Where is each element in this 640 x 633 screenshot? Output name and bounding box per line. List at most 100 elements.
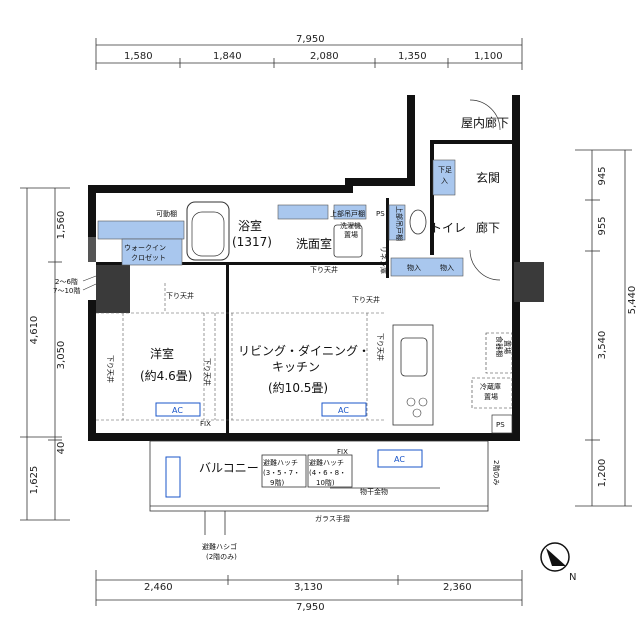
label-movable-shelf: 可動棚	[156, 209, 177, 218]
label-down-ceiling-ldk: 下り天井	[352, 295, 380, 304]
room-entrance: 玄関	[476, 170, 500, 185]
left-outer-dim-1: 4,610	[29, 316, 40, 345]
right-dimensions	[575, 149, 632, 507]
corridor-door	[469, 249, 501, 281]
label-shoe-2: 入	[441, 177, 448, 185]
left-dimensions	[20, 187, 70, 521]
label-ps-upper: PS	[376, 210, 385, 218]
label-down-ceiling-kitchen: 下り天井	[376, 333, 385, 361]
ac-label-balcony: AC	[394, 455, 405, 464]
walls	[88, 95, 520, 441]
label-fridge-2: 置場	[484, 392, 498, 401]
label-drying: 物干金物	[360, 487, 388, 496]
label-upper-shelf: 上部吊戸棚	[395, 206, 404, 241]
label-down-ceiling-mid: 下り天井	[203, 358, 212, 386]
left-outer-dim-2: 1,625	[29, 466, 40, 495]
label-glass-rail: ガラス手摺	[315, 514, 350, 523]
label-storage-2: 物入	[440, 263, 454, 272]
top-dim-3: 2,080	[310, 51, 339, 62]
label-ladder-2: (2階のみ)	[206, 552, 237, 561]
label-fix-right: FIX	[337, 448, 348, 456]
left-pillar	[96, 265, 130, 313]
left-inner-dim-1: 1,560	[56, 211, 67, 240]
right-dim-3: 3,540	[597, 331, 608, 360]
ac-label-ldk: AC	[338, 406, 349, 415]
right-pillar	[514, 262, 544, 302]
label-ps-lower: PS	[496, 421, 505, 429]
balcony-outline	[149, 440, 489, 535]
north-arrow-icon	[540, 542, 570, 572]
label-fridge-1: 冷蔵庫	[480, 382, 501, 391]
label-ladder-1: 避難ハシゴ	[202, 542, 237, 551]
right-dim-1: 945	[597, 166, 608, 185]
fixtures	[97, 159, 464, 277]
ceiling-lines	[96, 283, 386, 421]
top-dim-4: 1,350	[398, 51, 427, 62]
room-bath-size: (1317)	[232, 235, 272, 249]
room-toilet: トイレ	[430, 221, 466, 235]
room-corridor: 廊下	[476, 220, 500, 235]
room-western-size: (約4.6畳)	[140, 368, 192, 383]
label-washer-1: 洗濯機	[340, 221, 361, 230]
label-food-shelf-2: 置場	[503, 340, 512, 354]
label-food-shelf-1: 食器棚	[495, 336, 504, 357]
room-balcony: バルコニー	[199, 461, 259, 475]
wash-basin	[333, 224, 363, 258]
bathtub-inner	[191, 211, 225, 257]
fridge-area	[471, 377, 513, 409]
ps-box-lower	[491, 414, 513, 434]
room-indoor-corridor: 屋内廊下	[461, 115, 509, 130]
label-washer-2: 置場	[344, 230, 358, 239]
label-fix-left: FIX	[200, 420, 211, 428]
label-second-floor-only: 2階のみ	[492, 460, 501, 485]
label-linen: リネン庫	[379, 246, 388, 274]
stove-icon	[406, 397, 428, 418]
label-hatch1-1: 避難ハッチ	[263, 458, 298, 467]
room-bath: 浴室	[238, 218, 262, 233]
kitchen-sink	[400, 337, 428, 377]
room-ldk-line2: キッチン	[272, 360, 320, 374]
label-hatch2-3: 10階)	[316, 478, 335, 487]
right-dim-4: 1,200	[597, 459, 608, 488]
label-shoe-1: 下足	[438, 166, 452, 174]
label-down-ceiling-washroom: 下り天井	[310, 265, 338, 274]
room-ldk-line1: リビング・ダイニング・	[238, 343, 370, 358]
top-dim-1: 1,580	[124, 51, 153, 62]
top-dim-2: 1,840	[213, 51, 242, 62]
bottom-total-dim: 7,950	[296, 602, 325, 613]
label-upper-cabinet: 上部吊戸棚	[330, 209, 365, 218]
ac-label-western: AC	[172, 406, 183, 415]
entrance-door	[469, 99, 501, 131]
bottom-dimensions	[95, 570, 523, 606]
ac-units	[155, 402, 423, 498]
right-outer-dim: 5,440	[627, 286, 638, 315]
label-hatch2-1: 避難ハッチ	[309, 458, 344, 467]
left-inner-dim-2: 3,050	[56, 341, 67, 370]
left-wall-notch	[88, 237, 96, 262]
label-hatch2-2: (4・6・8・	[309, 469, 346, 477]
kitchen-counter	[392, 324, 434, 426]
label-down-ceiling-western: 下り天井	[166, 291, 194, 300]
bottom-dim-3: 2,360	[443, 582, 472, 593]
north-label: N	[569, 572, 576, 583]
left-floor-note-1: 2～6階	[55, 277, 78, 286]
label-hatch1-3: 9階)	[270, 478, 284, 487]
bottom-dim-1: 2,460	[144, 582, 173, 593]
label-hatch1-2: (3・5・7・	[263, 469, 300, 477]
room-washroom: 洗面室	[296, 236, 332, 251]
top-total-dim: 7,950	[296, 34, 325, 45]
bottom-dim-2: 3,130	[294, 582, 323, 593]
top-dimensions	[95, 38, 523, 70]
room-ldk-size: (約10.5畳)	[268, 380, 328, 395]
room-western: 洋室	[150, 346, 174, 361]
right-dim-2: 955	[597, 216, 608, 235]
label-walkin-1: ウォークイン	[124, 244, 166, 252]
label-storage-1: 物入	[407, 263, 421, 272]
toilet-bowl	[409, 209, 427, 235]
left-floor-note-2: 7～10階	[53, 286, 80, 295]
label-walkin-2: クロゼット	[131, 253, 166, 262]
left-inner-dim-3: 40	[56, 442, 67, 455]
label-down-ceiling-left: 下り天井	[106, 355, 115, 383]
top-dim-5: 1,100	[474, 51, 503, 62]
